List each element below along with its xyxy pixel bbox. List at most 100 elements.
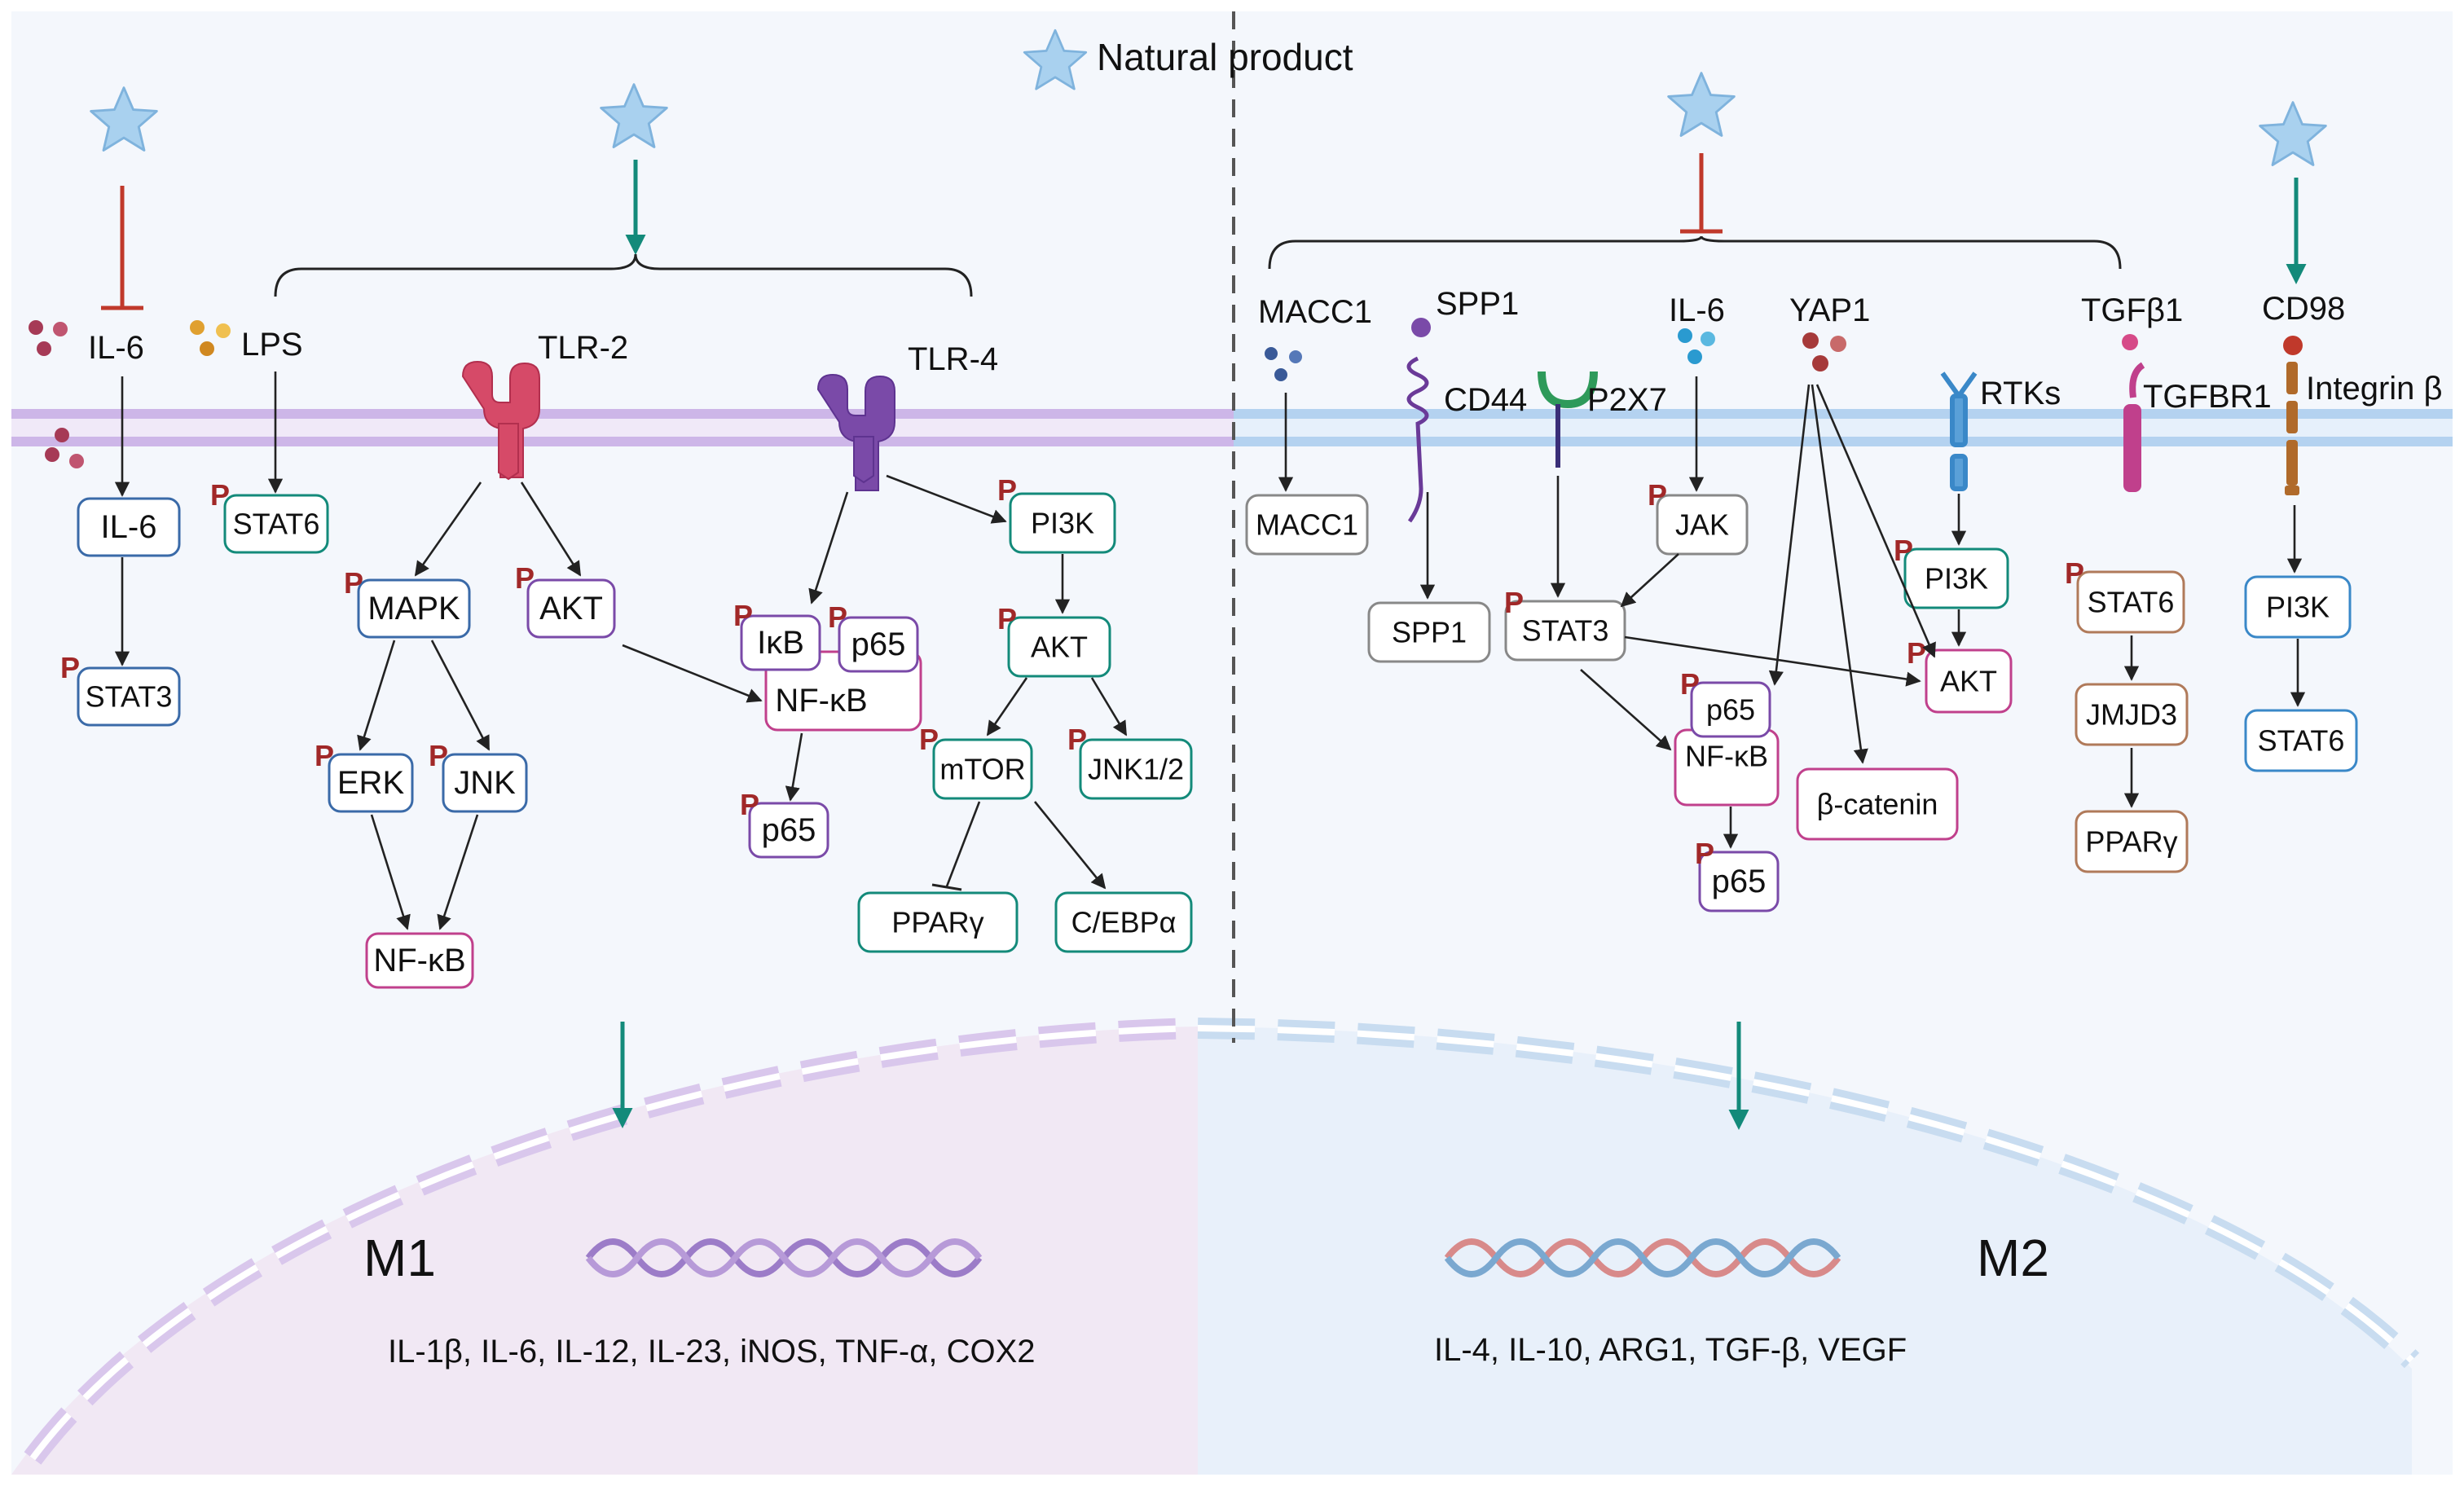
- svg-text:NF-κB: NF-κB: [373, 943, 465, 978]
- node-stat6: STAT6: [223, 494, 329, 554]
- p2x7-receptor-icon: [1538, 371, 1598, 409]
- svg-text:C/EBPα: C/EBPα: [1071, 906, 1177, 939]
- m1-membrane: [11, 409, 1234, 446]
- svg-text:MAPK: MAPK: [367, 591, 460, 626]
- tlr2-label: TLR-2: [538, 330, 628, 366]
- node-p65-complex: p65: [838, 616, 919, 673]
- il6-ligand-label: IL-6: [88, 330, 144, 366]
- svg-text:STAT6: STAT6: [2088, 586, 2175, 619]
- svg-text:mTOR: mTOR: [939, 753, 1025, 786]
- tlr4-label: TLR-4: [908, 341, 998, 377]
- node-ppar: PPARγ: [2075, 810, 2189, 873]
- svg-text:AKT: AKT: [1940, 665, 1997, 698]
- svg-text:P: P: [429, 739, 448, 772]
- node-akt2: AKT: [1007, 616, 1111, 678]
- node-pi3k: PI3K: [1009, 492, 1116, 554]
- node-nfkb: NF-κB: [1674, 728, 1780, 807]
- svg-text:NF-κB: NF-κB: [775, 683, 867, 719]
- svg-text:P: P: [2065, 556, 2084, 590]
- m1-nuclear-envelope-inner: [29, 1025, 1199, 1461]
- svg-text:PI3K: PI3K: [2266, 591, 2330, 624]
- svg-text:P: P: [1907, 636, 1926, 670]
- node-akt: AKT: [1925, 648, 2013, 714]
- m2-arrows: [1278, 376, 2306, 849]
- svg-text:STAT6: STAT6: [2258, 724, 2345, 758]
- rtks-label: RTKs: [1980, 376, 2061, 411]
- macc1-ligand-dots: [1265, 347, 1302, 381]
- svg-text:JNK1/2: JNK1/2: [1088, 753, 1184, 786]
- spp1-ligand-dot: [1411, 318, 1431, 337]
- svg-text:STAT3: STAT3: [86, 680, 173, 714]
- cd98-ligand-label: CD98: [2262, 291, 2345, 327]
- svg-text:PPARγ: PPARγ: [2085, 825, 2177, 859]
- il6-ligand-dots: [1678, 328, 1715, 364]
- svg-text:P: P: [997, 602, 1017, 635]
- yap1-ligand-label: YAP1: [1789, 292, 1870, 328]
- svg-text:β-catenin: β-catenin: [1817, 788, 1938, 821]
- m1-title: M1: [363, 1229, 436, 1287]
- svg-text:P: P: [1067, 723, 1087, 756]
- node-stat6b: STAT6: [2244, 709, 2358, 772]
- node-p65-free: p65: [748, 802, 829, 859]
- lps-ligand-label: LPS: [241, 327, 303, 363]
- svg-text:ERK: ERK: [337, 765, 405, 801]
- node-jnk: JNK: [442, 753, 528, 813]
- m2-dna-icon: [1444, 1238, 1841, 1277]
- node-spp1: SPP1: [1367, 601, 1491, 663]
- phospho-labels-m1: P P P P P P P P P P P P P: [60, 473, 1087, 821]
- node-stat3: STAT3: [1504, 600, 1626, 662]
- svg-text:P: P: [733, 599, 753, 632]
- bracket: [274, 253, 973, 297]
- svg-text:JMJD3: JMJD3: [2086, 698, 2177, 732]
- svg-text:NF-κB: NF-κB: [1685, 740, 1768, 773]
- m1-output: IL-1β, IL-6, IL-12, IL-23, iNOS, TNF-α, …: [388, 1334, 1036, 1369]
- svg-text:IL-6: IL-6: [101, 509, 157, 545]
- svg-text:P: P: [828, 600, 847, 634]
- m2-title: M2: [1977, 1229, 2049, 1287]
- node-pi3k: PI3K: [1903, 547, 2009, 609]
- m1-arrows: [114, 372, 1128, 930]
- svg-text:PPARγ: PPARγ: [891, 906, 983, 939]
- svg-text:P: P: [60, 651, 80, 684]
- node-ikb: IκB: [740, 614, 821, 671]
- node-p65-free: p65: [1698, 851, 1780, 912]
- node-bcatenin: β-catenin: [1796, 767, 1959, 841]
- svg-text:P: P: [740, 788, 759, 821]
- tgfb1-ligand-label: TGFβ1: [2081, 292, 2183, 328]
- m2-nucleus: [1198, 1027, 2412, 1475]
- il6-ligand-label: IL-6: [1669, 292, 1725, 328]
- svg-text:p65: p65: [851, 626, 906, 662]
- node-akt: AKT: [526, 578, 616, 639]
- tgfbr1-receptor-icon: [2123, 362, 2145, 492]
- node-mtor: mTOR: [932, 738, 1033, 800]
- node-erk: ERK: [328, 753, 414, 813]
- tlr4-receptor-icon: [816, 373, 895, 491]
- node-jnk12: JNK1/2: [1079, 738, 1193, 800]
- svg-text:P: P: [919, 723, 939, 756]
- svg-text:P: P: [210, 478, 230, 512]
- svg-text:P: P: [1894, 534, 1913, 567]
- svg-text:P: P: [997, 473, 1017, 507]
- node-il6: IL-6: [77, 497, 181, 557]
- m1-dna-icon: [585, 1238, 983, 1277]
- svg-text:STAT6: STAT6: [233, 508, 320, 541]
- m2-membrane: [1234, 409, 2453, 446]
- lps-ligand-dots: [190, 320, 231, 356]
- legend-label: Natural product: [1097, 36, 1353, 78]
- node-stat6: STAT6: [2076, 570, 2185, 634]
- yap1-ligand-dots: [1802, 332, 1846, 372]
- svg-text:P: P: [1648, 478, 1667, 512]
- svg-text:JAK: JAK: [1675, 508, 1729, 542]
- svg-text:AKT: AKT: [539, 591, 603, 626]
- macc1-ligand-label: MACC1: [1258, 294, 1372, 330]
- tgfbr1-label: TGFBR1: [2143, 379, 2272, 415]
- svg-text:p65: p65: [1712, 864, 1767, 899]
- p2x7-label: P2X7: [1587, 382, 1667, 418]
- svg-text:p65: p65: [762, 812, 816, 848]
- m1-nucleus: [11, 1027, 1198, 1475]
- svg-text:AKT: AKT: [1031, 631, 1088, 664]
- svg-text:P: P: [515, 561, 535, 595]
- svg-text:SPP1: SPP1: [1392, 616, 1467, 649]
- cd98-ligand-dot: [2283, 336, 2303, 355]
